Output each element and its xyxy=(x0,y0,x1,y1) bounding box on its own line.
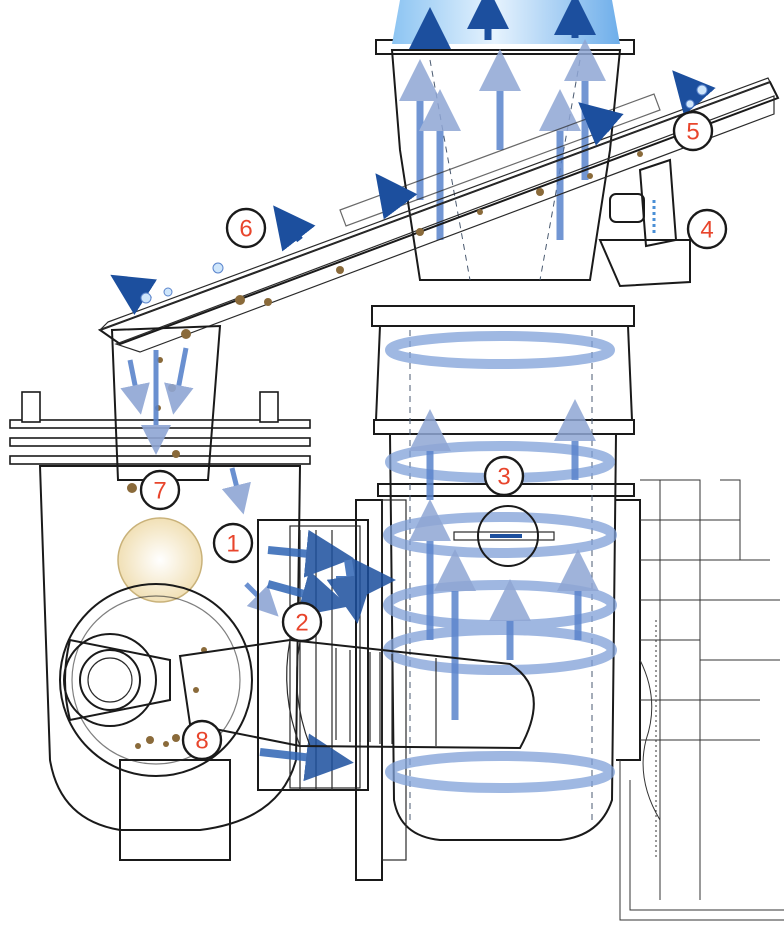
airflow-arrows-left xyxy=(120,347,279,617)
callout-3-label: 3 xyxy=(497,464,510,491)
dust-bubbles xyxy=(140,84,708,304)
diagonal-chute xyxy=(97,70,780,353)
callout-8-label: 8 xyxy=(195,728,208,755)
left-flange xyxy=(9,391,311,465)
callout-7: 7 xyxy=(139,469,181,511)
airflow-arrows-out-top xyxy=(409,0,596,49)
float-ball xyxy=(117,517,203,603)
ball-valve-icon xyxy=(453,505,555,567)
callout-3: 3 xyxy=(483,455,525,497)
callout-6: 6 xyxy=(225,207,267,249)
swirl-arrows xyxy=(383,331,617,793)
airflow-arrows-up xyxy=(399,39,606,720)
airflow-arrows-mid xyxy=(259,529,396,782)
callout-7-label: 7 xyxy=(153,478,166,505)
callout-1: 1 xyxy=(212,522,254,564)
check-valve-part xyxy=(598,158,691,288)
callout-4-label: 4 xyxy=(700,217,713,244)
callout-1-label: 1 xyxy=(226,531,239,558)
callout-2: 2 xyxy=(281,601,323,643)
callout-8: 8 xyxy=(181,719,223,761)
callout-4: 4 xyxy=(686,208,728,250)
bellows-duct xyxy=(178,638,535,750)
callout-5: 5 xyxy=(672,110,714,152)
callout-6-label: 6 xyxy=(239,216,252,243)
callout-2-label: 2 xyxy=(295,610,308,637)
center-connector xyxy=(257,519,396,791)
mounting-bracket-lineart xyxy=(619,479,784,921)
callout-5-label: 5 xyxy=(686,119,699,146)
